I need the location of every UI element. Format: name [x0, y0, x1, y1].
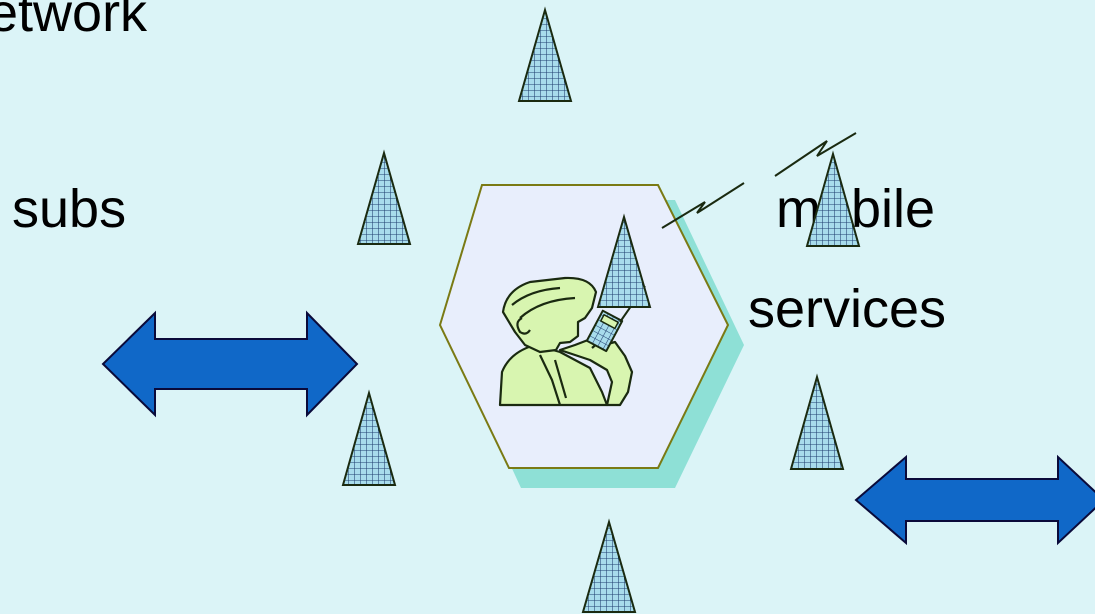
- subs-label: subs: [12, 182, 126, 236]
- bidirectional-arrow-icon: [856, 457, 1095, 543]
- antenna-tower-icon: [791, 377, 843, 469]
- radio-signal-icon: [775, 133, 856, 176]
- bidirectional-arrow-icon: [103, 313, 357, 415]
- antenna-tower-icon: [358, 153, 410, 244]
- network-label: etwork: [0, 0, 147, 40]
- mobile-label: mobile: [776, 182, 935, 236]
- antenna-tower-icon: [583, 522, 635, 612]
- antenna-tower-icon: [343, 393, 395, 485]
- services-label: services: [748, 282, 946, 336]
- antenna-tower-icon: [519, 10, 571, 101]
